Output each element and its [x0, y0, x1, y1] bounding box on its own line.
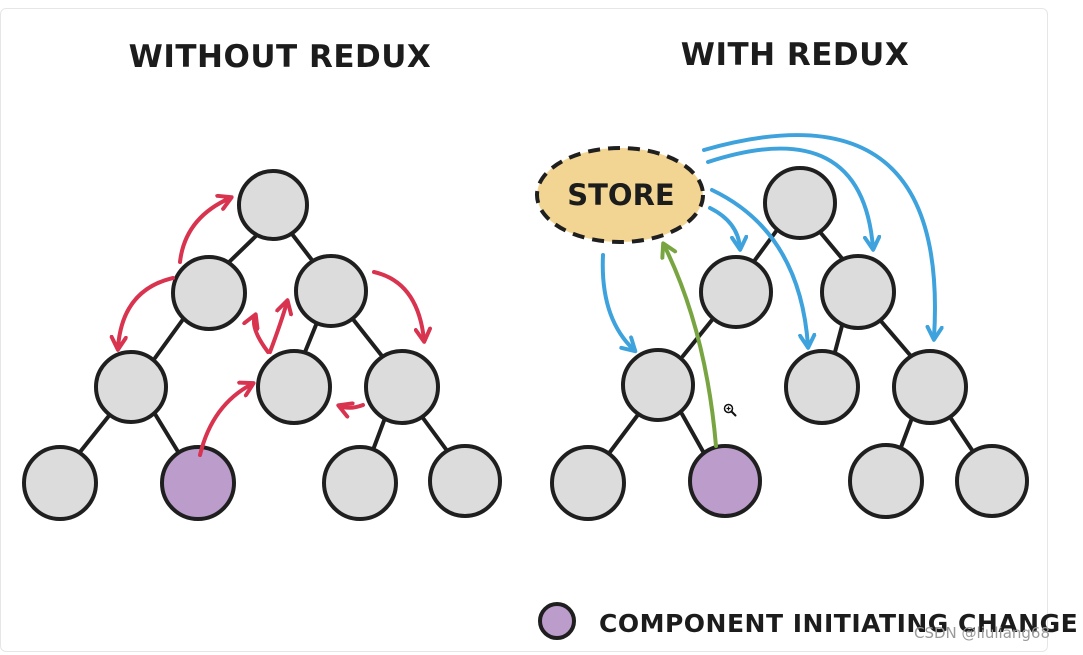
red-arrow [178, 198, 230, 264]
tree-node [784, 349, 860, 425]
tree-node [22, 445, 98, 521]
watermark: CSDN @liuliang68 [914, 624, 1051, 642]
zoom-in-cursor-icon [723, 403, 737, 417]
initiator-node [160, 445, 236, 521]
tree-node [364, 349, 440, 425]
blue-arrow [708, 206, 740, 248]
tree-edge [153, 316, 186, 360]
tree-edge [833, 320, 845, 354]
left-tree [78, 232, 450, 457]
tree-edge [303, 318, 320, 354]
red-arrow [254, 316, 270, 354]
red-arrow [340, 405, 365, 408]
tree-edge [680, 412, 707, 457]
red-arrow [118, 276, 175, 348]
tree-edge [223, 232, 260, 268]
tree-node [763, 166, 837, 240]
tree-edge [750, 228, 779, 266]
legend: COMPONENT INITIATING CHANGE [538, 602, 1078, 640]
tree-node [820, 254, 896, 330]
red-arrow [372, 270, 424, 340]
store-blob [535, 146, 705, 244]
right-tree-nodes [550, 166, 1029, 521]
tree-node [237, 169, 309, 241]
left-red-arrows [118, 198, 424, 457]
tree-edge [153, 412, 182, 457]
tree-edge [371, 416, 387, 452]
tree-edge [78, 410, 114, 454]
left-tree-edges [78, 232, 450, 457]
legend-label: COMPONENT INITIATING CHANGE [599, 609, 1078, 638]
tree-node [322, 445, 398, 521]
tree-node [848, 443, 924, 519]
blue-arrow [702, 133, 935, 338]
right-panel-title: WITH REDUX [681, 37, 909, 73]
blue-arrow [600, 253, 634, 350]
right-tree-edges [608, 228, 974, 457]
initiator-node [688, 444, 762, 518]
right-blue-arrows [600, 133, 935, 350]
tree-edge [608, 410, 642, 454]
tree-node [428, 444, 502, 518]
tree-edge [290, 232, 317, 266]
tree-edge [946, 412, 974, 452]
tree-node [256, 349, 332, 425]
store-label: STORE [567, 178, 674, 212]
legend-swatch [538, 602, 576, 640]
tree-node [699, 255, 773, 329]
red-arrow [268, 302, 287, 354]
left-tree-nodes [22, 169, 502, 521]
tree-edge [818, 230, 847, 264]
green-arrow [664, 245, 718, 448]
tree-edge [350, 316, 384, 358]
store: STORE [535, 146, 705, 244]
tree-node [955, 444, 1029, 518]
tree-node [550, 445, 626, 521]
blue-arrow [706, 146, 873, 248]
left-panel-title: WITHOUT REDUX [129, 39, 432, 75]
tree-edge [898, 416, 914, 452]
tree-node [171, 255, 247, 331]
tree-edge [418, 412, 450, 454]
tree-node [892, 349, 968, 425]
blue-arrow [710, 188, 808, 346]
tree-node [294, 254, 368, 328]
red-arrow [198, 384, 252, 457]
tree-node [621, 348, 695, 422]
tree-edge [878, 318, 912, 357]
tree-node [94, 350, 168, 424]
